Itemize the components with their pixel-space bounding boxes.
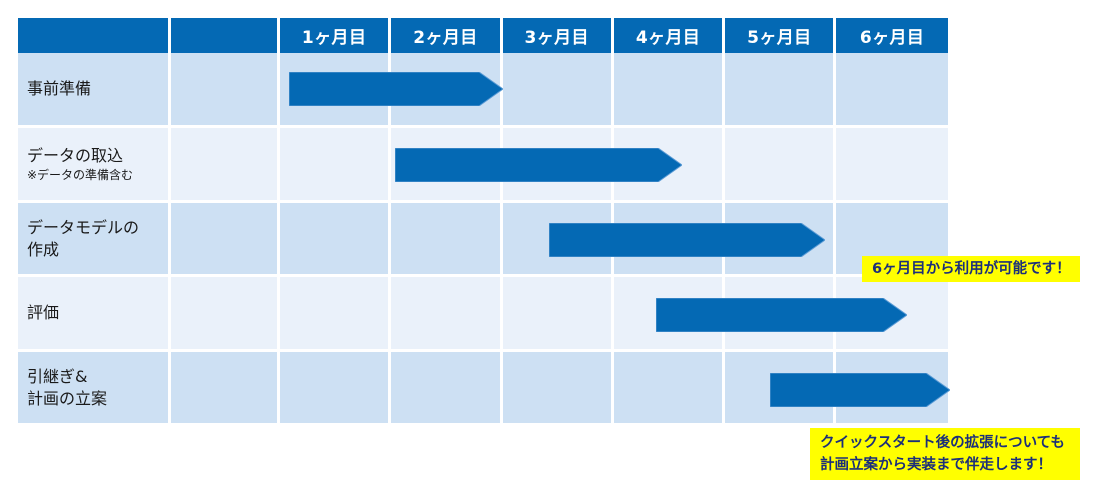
row-blank-cell-3 [171,203,280,277]
row-blank-cell-5 [171,352,280,426]
row-blank-cell-2 [171,128,280,203]
header-cell-month-5: 5ヶ月目 [725,18,837,53]
gantt-bar-task-2 [395,148,682,182]
arrow-shape-icon [770,373,950,407]
callout-2-line-2: 計画立案から実装まで伴走します！ [820,457,1052,473]
row-2-month-1 [280,128,392,203]
row-label-cell-3: データモデルの 作成 [18,203,171,277]
arrow-shape-icon [656,298,907,332]
row-label-main-5: 引継ぎ& [27,366,88,386]
header-cell-blank [171,18,280,53]
table-header-row: 1ヶ月目 2ヶ月目 3ヶ月目 4ヶ月目 5ヶ月目 6ヶ月目 [18,18,948,53]
header-cell-label [18,18,171,53]
header-cell-month-3: 3ヶ月目 [502,18,614,53]
row-label-main-4: 評価 [27,303,60,322]
row-2-month-6 [836,128,948,203]
row-3-month-1 [280,203,392,277]
row-label-cell-4: 評価 [18,277,171,352]
row-1-month-6 [836,53,948,128]
header-cell-month-6: 6ヶ月目 [836,18,948,53]
row-4-month-3 [502,277,614,352]
row-1-month-4 [613,53,726,128]
row-4-month-1 [280,277,392,352]
gantt-bar-task-3 [549,223,825,257]
row-blank-cell-1 [171,53,280,128]
row-label-main-3: データモデルの [27,217,140,237]
row-3-month-2 [391,203,503,277]
row-4-month-2 [391,277,503,352]
row-5-month-4 [613,352,726,426]
callout-1-line-1: 6ヶ月目から利用が可能です！ [872,261,1071,277]
callout-availability: 6ヶ月目から利用が可能です！ [862,256,1080,282]
row-2-month-5 [725,128,837,203]
header-cell-month-1: 1ヶ月目 [280,18,392,53]
header-month-4-text: 4ヶ月目 [635,28,701,48]
row-label-sub-3: 作成 [27,239,60,259]
arrow-shape-icon [289,72,503,106]
header-cell-month-2: 2ヶ月目 [391,18,503,53]
row-label-main-1: 事前準備 [27,79,92,98]
callout-2-line-1: クイックスタート後の拡張についても [820,435,1065,451]
row-5-month-3 [502,352,614,426]
header-cell-month-4: 4ヶ月目 [613,18,726,53]
row-label-cell-5: 引継ぎ& 計画の立案 [18,352,171,426]
table-row: 引継ぎ& 計画の立案 [18,352,948,426]
arrow-shape-icon [549,223,825,257]
header-month-6-text: 6ヶ月目 [859,28,925,48]
gantt-table: 1ヶ月目 2ヶ月目 3ヶ月目 4ヶ月目 5ヶ月目 6ヶ月目 事前準備 [18,18,948,426]
arrow-shape-icon [395,148,682,182]
gantt-bar-task-1 [289,72,503,106]
row-label-main-2: データの取込 [27,145,124,165]
row-5-month-1 [280,352,392,426]
row-1-month-3 [502,53,614,128]
header-month-5-text: 5ヶ月目 [747,28,812,48]
header-month-2-text: 2ヶ月目 [413,28,478,48]
gantt-bar-task-4 [656,298,907,332]
header-month-3-text: 3ヶ月目 [524,28,589,48]
header-month-1-text: 1ヶ月目 [301,28,367,48]
callout-expansion: クイックスタート後の拡張についても 計画立案から実装まで伴走します！ [810,428,1080,480]
row-label-sub-5: 計画の立案 [27,388,108,408]
row-blank-cell-4 [171,277,280,352]
row-1-month-5 [725,53,837,128]
row-label-cell-2: データの取込 ※データの準備含む [18,128,171,203]
row-5-month-2 [391,352,503,426]
row-label-cell-1: 事前準備 [18,53,171,128]
gantt-bar-task-5 [770,373,950,407]
table-row: 評価 [18,277,948,352]
row-label-sub-2: ※データの準備含む [27,167,134,182]
